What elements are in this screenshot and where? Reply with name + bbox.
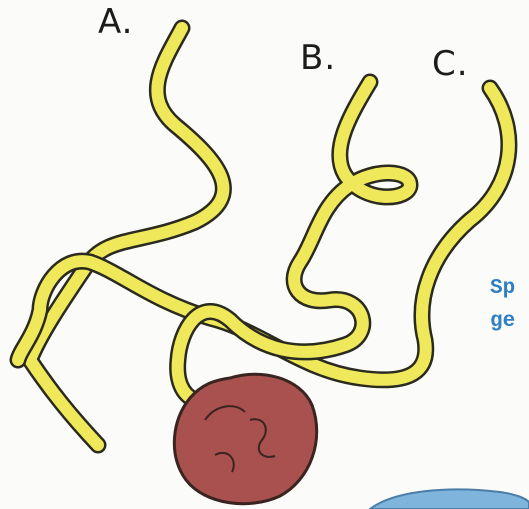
strand-a xyxy=(30,28,223,445)
label-c: C. xyxy=(432,44,469,84)
label-a: A. xyxy=(98,2,133,42)
protein-blob xyxy=(174,374,316,503)
side-text-line-1: Sp xyxy=(490,273,515,305)
blue-blob xyxy=(370,489,529,509)
side-text-line-2: ge xyxy=(490,306,515,338)
strand-b xyxy=(178,82,410,400)
label-b: B. xyxy=(300,38,336,78)
